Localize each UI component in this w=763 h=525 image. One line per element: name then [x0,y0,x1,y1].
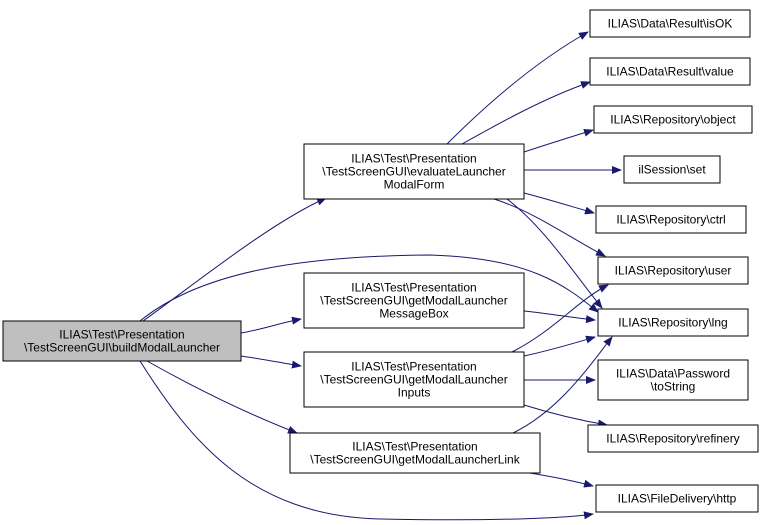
edge-evaluate-to-object [523,128,594,153]
edge-evaluate-to-value [461,81,591,145]
node-label-line: ilSession\set [638,163,706,177]
node-box [303,143,525,200]
node-label-line: ILIAS\Test\Presentation [352,440,477,454]
node-box [623,155,721,184]
edge-build-to-inputs [240,355,302,369]
node-lng[interactable]: ILIAS\Repository\lng [597,308,749,337]
node-box [595,484,759,513]
nodes-layer: ILIAS\Test\Presentation\TestScreenGUI\bu… [2,9,759,513]
node-label-line: \toString [651,380,696,394]
edge-build-to-link [146,360,298,434]
node-label-line: ILIAS\Repository\lng [618,316,727,330]
node-isok[interactable]: ILIAS\Data\Result\isOK [589,9,751,38]
node-label-line: ILIAS\Repository\ctrl [616,213,725,227]
node-user[interactable]: ILIAS\Repository\user [597,256,749,285]
edge-evaluate-to-user [493,198,606,257]
node-ctrl[interactable]: ILIAS\Repository\ctrl [595,205,747,234]
edge-inputs-to-user [511,284,609,353]
node-label-line: ILIAS\Repository\object [610,113,736,127]
node-http[interactable]: ILIAS\FileDelivery\http [595,484,759,513]
node-label-line: ILIAS\Data\Result\value [606,65,734,79]
node-label-line: ILIAS\Test\Presentation [351,360,476,374]
node-refinery[interactable]: ILIAS\Repository\refinery [587,424,759,453]
node-link[interactable]: ILIAS\Test\Presentation\TestScreenGUI\ge… [289,432,541,474]
edge-evaluate-to-lng [506,198,603,309]
node-label-line: ILIAS\Data\Result\isOK [608,17,733,31]
node-box [2,320,242,362]
node-box [597,256,749,285]
edge-messagebox-to-lng [523,310,596,324]
node-object[interactable]: ILIAS\Repository\object [593,105,753,134]
node-box [589,57,751,86]
node-label-line: \TestScreenGUI\getModalLauncherLink [310,453,520,467]
edge-link-to-lng [512,336,613,434]
node-box [589,9,751,38]
node-label-line: ModalForm [384,178,445,192]
node-evaluate[interactable]: ILIAS\Test\Presentation\TestScreenGUI\ev… [303,143,525,200]
node-label-line: ILIAS\Test\Presentation [59,328,184,342]
node-box [303,272,525,329]
edge-build-to-http [139,360,594,521]
node-label-line: ILIAS\Test\Presentation [351,152,476,166]
node-label-line: \TestScreenGUI\evaluateLauncher [322,165,505,179]
edge-inputs-to-lng [523,335,596,357]
node-inputs[interactable]: ILIAS\Test\Presentation\TestScreenGUI\ge… [303,351,525,408]
node-label-line: ILIAS\Test\Presentation [351,281,476,295]
node-box [289,432,541,474]
edge-build-to-lng [139,254,599,322]
node-box [597,359,749,401]
node-session[interactable]: ilSession\set [623,155,721,184]
node-box [303,351,525,408]
node-value[interactable]: ILIAS\Data\Result\value [589,57,751,86]
node-label-line: ILIAS\Data\Password [616,367,730,381]
edge-evaluate-to-isok [446,31,589,145]
node-label-line: Inputs [398,386,431,400]
edges-layer [139,31,622,521]
edge-build-to-evaluate [142,197,327,322]
edge-build-to-messagebox [240,316,302,334]
node-password[interactable]: ILIAS\Data\Password\toString [597,359,749,401]
node-label-line: \TestScreenGUI\getModalLauncher [320,373,507,387]
node-label-line: MessageBox [379,307,448,321]
node-box [597,308,749,337]
node-box [587,424,759,453]
edge-link-to-http [529,472,594,488]
node-label-line: \TestScreenGUI\getModalLauncher [320,294,507,308]
node-box [595,205,747,234]
node-label-line: \TestScreenGUI\buildModalLauncher [24,341,220,355]
node-box [593,105,753,134]
node-label-line: ILIAS\Repository\refinery [606,432,739,446]
node-label-line: ILIAS\FileDelivery\http [618,492,737,506]
node-build[interactable]: ILIAS\Test\Presentation\TestScreenGUI\bu… [2,320,242,362]
edge-inputs-to-refinery [523,404,608,428]
node-label-line: ILIAS\Repository\user [615,264,732,278]
edge-evaluate-to-ctrl [523,192,595,215]
node-messagebox[interactable]: ILIAS\Test\Presentation\TestScreenGUI\ge… [303,272,525,329]
